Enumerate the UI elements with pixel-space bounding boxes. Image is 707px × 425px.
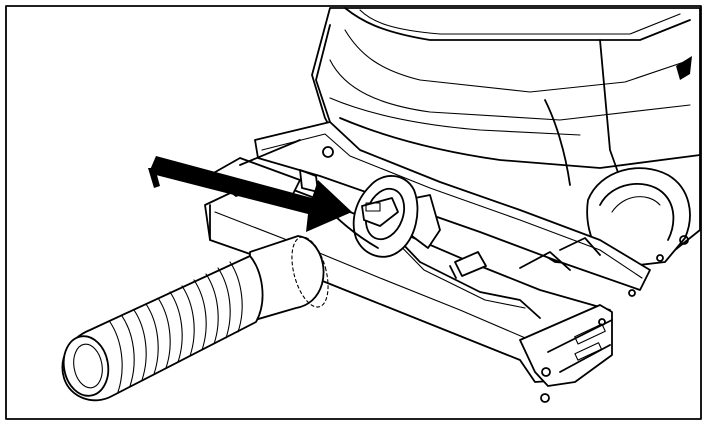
recovery-hose-icon <box>61 235 329 402</box>
figure-border <box>5 5 702 420</box>
machine-body-icon <box>311 7 701 267</box>
hose-inlet-port-icon <box>317 175 419 258</box>
squeegee-assembly-icon <box>204 121 651 403</box>
insertion-arrow-icon <box>148 156 352 232</box>
